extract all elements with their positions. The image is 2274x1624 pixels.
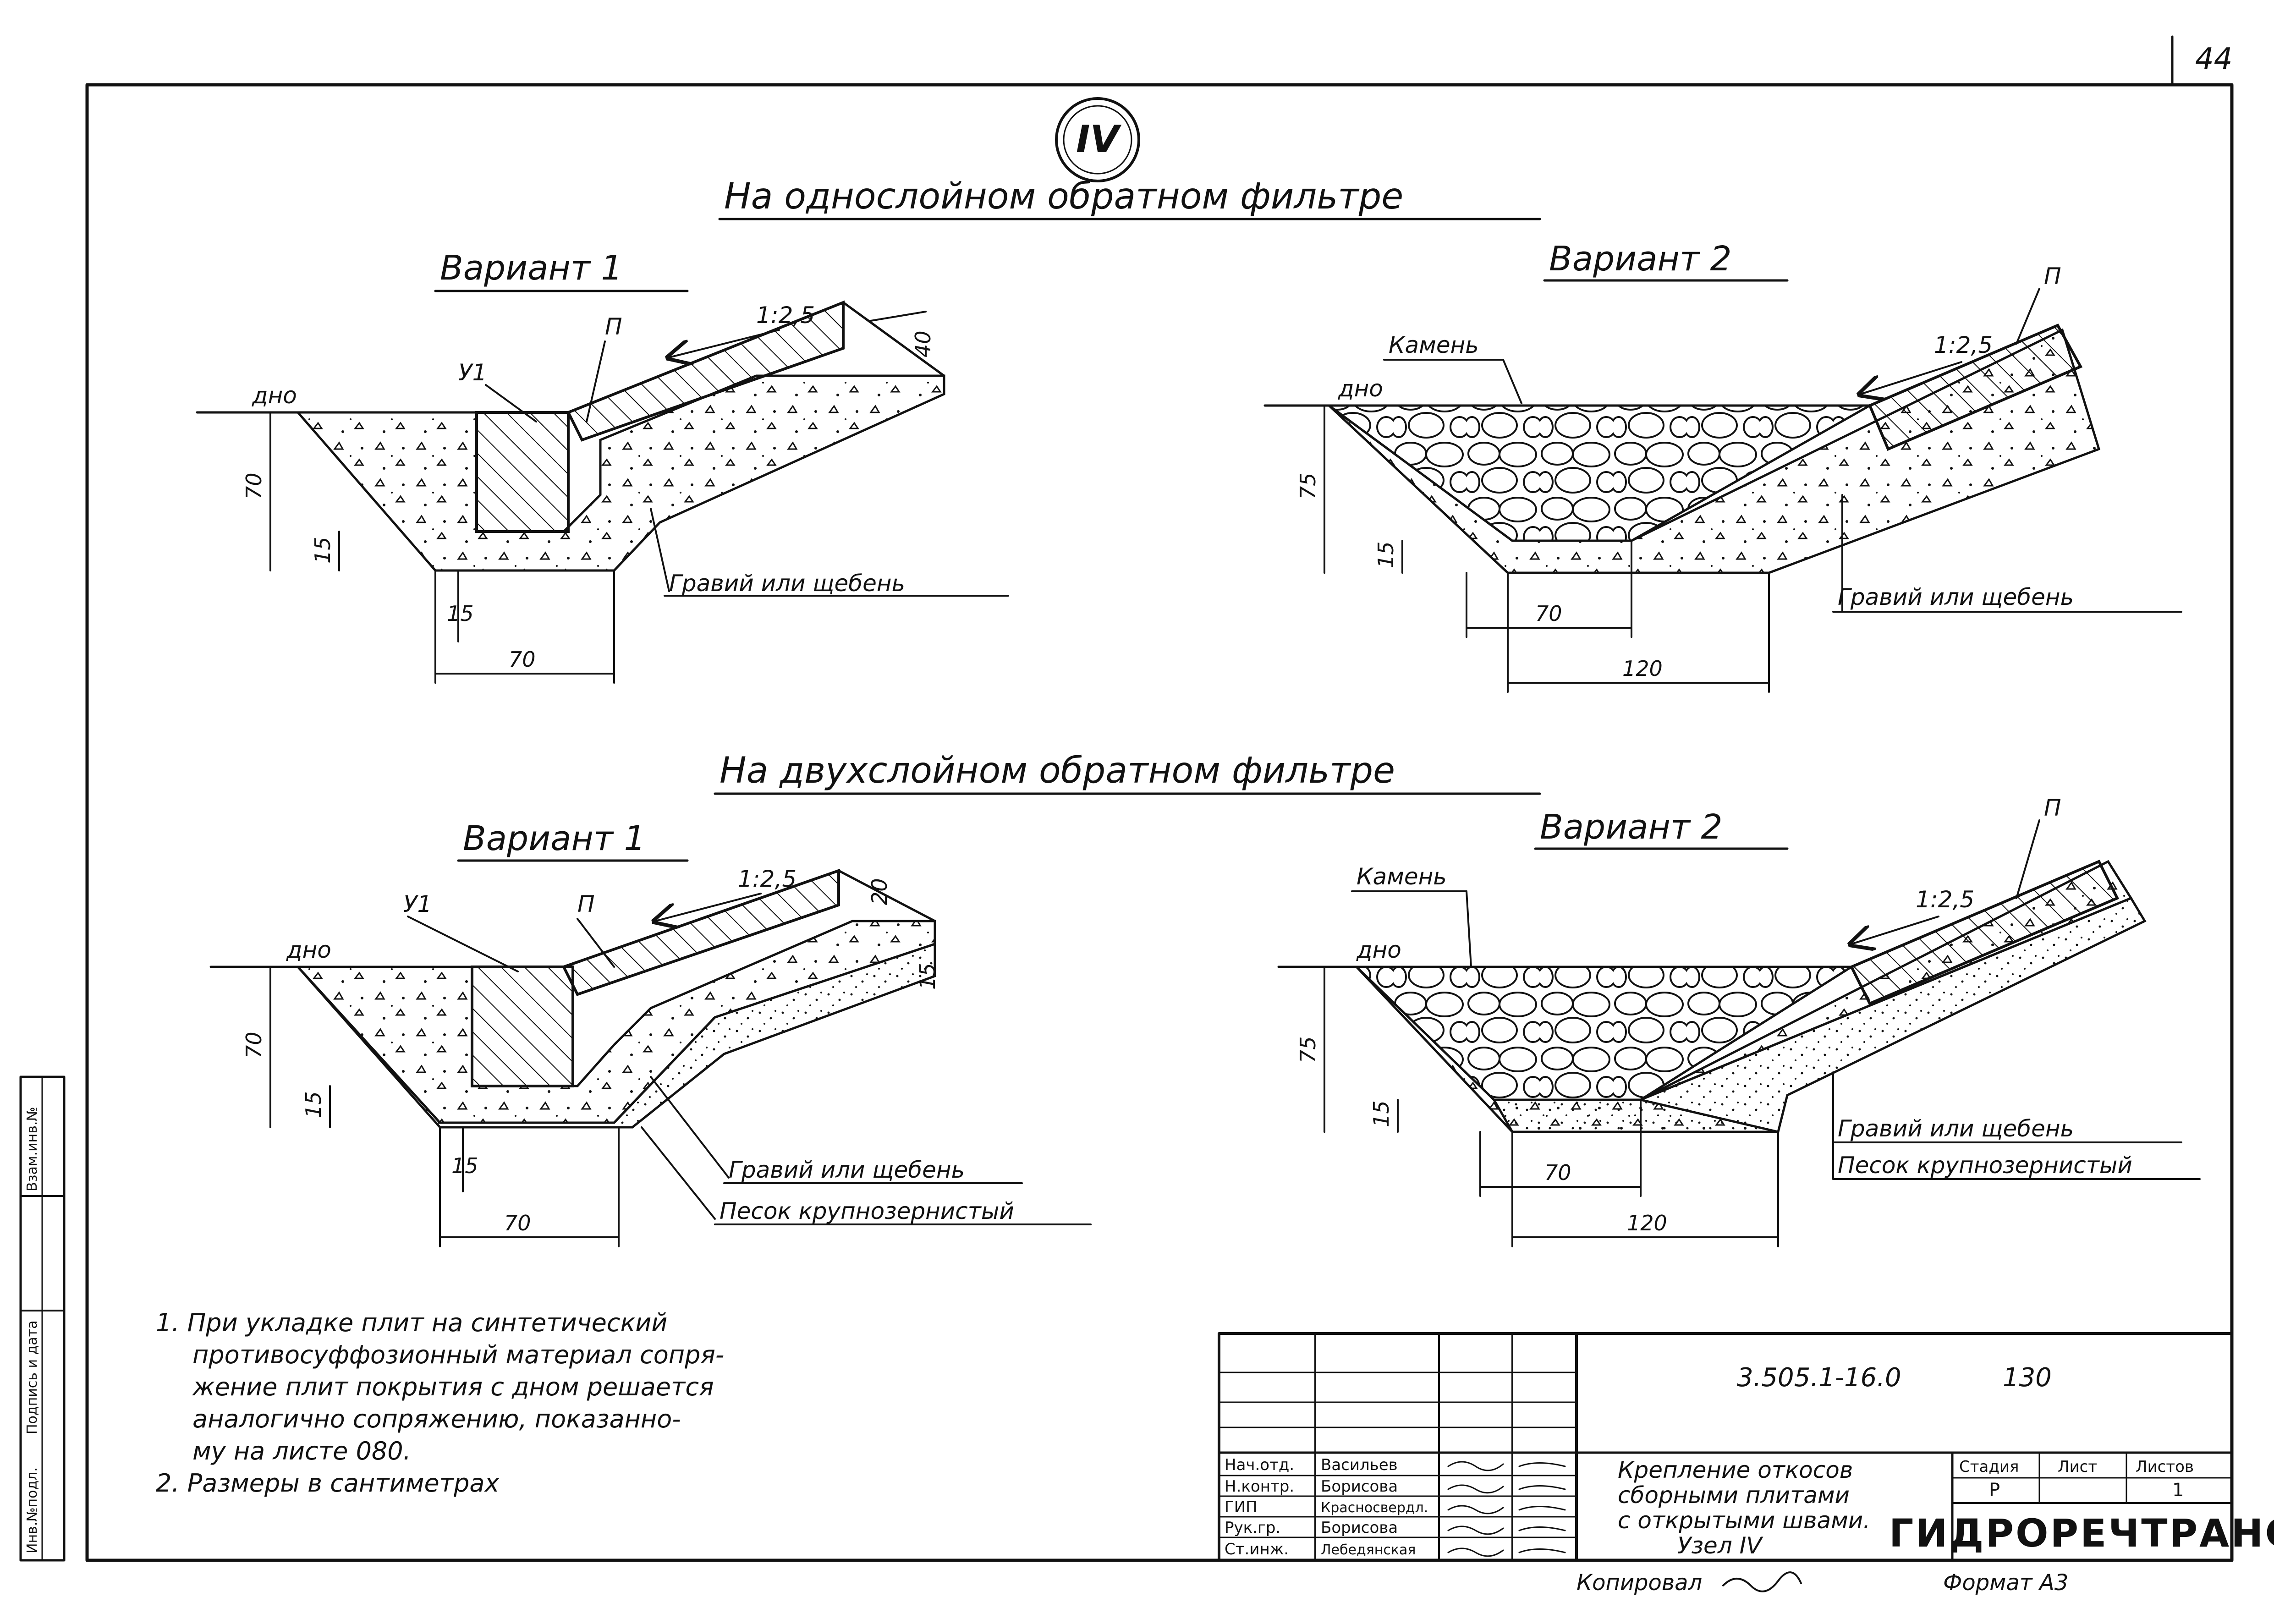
person-role: Н.контр. <box>1225 1477 1294 1496</box>
signature-scribbles <box>1447 1461 1566 1557</box>
dim-width: 70 <box>504 1211 531 1235</box>
variant-1-double-layer: Вариант 1 дно У1 П 1:2,5 Гравий или щебе… <box>209 819 1092 1247</box>
dim-thick-bottom: 15 <box>1369 1100 1394 1127</box>
section-title-double-layer: На двухслойном обратном фильтре <box>720 750 1395 791</box>
sheet-border <box>85 83 2234 1562</box>
person-role: Нач.отд. <box>1225 1456 1294 1474</box>
slab-p <box>1868 324 2083 451</box>
description-line: Крепление откосов <box>1618 1457 1853 1483</box>
person-name: Васильев <box>1321 1456 1398 1474</box>
label-bottom: дно <box>1356 937 1401 963</box>
label-slope: 1:2,5 <box>1916 886 1974 913</box>
dim-width-2: 120 <box>1622 656 1663 681</box>
label-u1: У1 <box>403 891 432 917</box>
label-material-1: Гравий или щебень <box>729 1157 965 1183</box>
dim-layer: 15 <box>915 963 940 990</box>
dim-slab: 40 <box>911 330 935 357</box>
label-material-2: Песок крупнозернистый <box>1838 1152 2132 1179</box>
label-slope: 1:2,5 <box>756 302 815 329</box>
person-name: Борисова <box>1321 1519 1398 1537</box>
slab-p <box>566 300 845 442</box>
label-bottom: дно <box>1338 375 1383 402</box>
title-block: 3.505.1-16.0 130 Крепление откосов сборн… <box>1218 1332 2274 1562</box>
dim-width-2: 120 <box>1627 1211 1667 1235</box>
label-p: П <box>605 313 622 340</box>
person-role: Ст.инж. <box>1225 1540 1289 1558</box>
dim-slab: 20 <box>867 878 892 905</box>
label-p: П <box>2044 263 2061 290</box>
note-line: аналогично сопряжению, показанно- <box>192 1405 681 1433</box>
notes: 1. При укладке плит на синтетический про… <box>156 1308 724 1498</box>
description-line: Узел IV <box>1677 1532 1763 1559</box>
dim-thick-bottom: 15 <box>310 537 335 564</box>
dim-thick-bottom: 15 <box>1373 541 1398 568</box>
stage-header: Стадия <box>1959 1458 2019 1476</box>
description-line: сборными плитами <box>1618 1482 1850 1509</box>
label-u1: У1 <box>458 359 487 386</box>
label-stone: Камень <box>1389 332 1479 358</box>
variant-1-single-layer: Вариант 1 дно У1 П 1:2,5 Гравий или щебе… <box>196 248 1009 684</box>
variant-title: Вариант 1 <box>463 819 646 858</box>
sheets-header: Листов <box>2136 1458 2194 1476</box>
label-material-1: Гравий или щебень <box>1838 584 2074 610</box>
label-p: П <box>2044 795 2061 821</box>
dim-depth: 75 <box>1296 472 1320 499</box>
dim-width-1: 70 <box>1535 601 1562 626</box>
sheet-header: Лист <box>2058 1458 2097 1476</box>
node-mark-text: IV <box>1076 118 1122 161</box>
note-line: 2. Размеры в сантиметрах <box>156 1469 500 1498</box>
dim-width-1: 70 <box>1544 1160 1571 1185</box>
u1-block <box>471 966 574 1087</box>
label-bottom: дно <box>286 937 331 963</box>
format-label: Формат А3 <box>1943 1570 2068 1596</box>
stage-value: Р <box>1989 1480 2000 1501</box>
doc-code: 3.505.1-16.0 <box>1737 1363 1901 1393</box>
u1-block <box>475 411 570 533</box>
node-mark: IV <box>1055 97 1140 182</box>
variant-2-single-layer: Вариант 2 дно Камень П 1:2,5 Гравий или … <box>1263 239 2182 693</box>
label-material-1: Гравий или щебень <box>1838 1115 2074 1142</box>
person-name: Красносвердл. <box>1321 1500 1428 1516</box>
dim-depth: 70 <box>242 1031 266 1059</box>
corner-sheet-number: 44 <box>2195 42 2232 76</box>
sheets-value: 1 <box>2172 1480 2184 1501</box>
margin-sign-label: Подпись и дата <box>24 1321 40 1435</box>
dim-depth: 75 <box>1296 1036 1320 1063</box>
note-line: му на листе 080. <box>192 1437 411 1465</box>
label-bottom: дно <box>252 382 297 409</box>
label-material-2: Песок крупнозернистый <box>720 1198 1014 1224</box>
margin-replace-label: Взам.инв.№ <box>24 1107 40 1191</box>
dim-width: 70 <box>509 647 536 672</box>
variant-2-double-layer: Вариант 2 дно Камень П 1:2,5 Гравий или … <box>1277 795 2201 1247</box>
label-slope: 1:2,5 <box>738 866 796 892</box>
slab-p <box>561 868 840 996</box>
margin-inv-label: Инв.№подл. <box>24 1467 40 1553</box>
margin-strip: Инв.№подл. Подпись и дата Взам.инв.№ <box>19 1075 66 1562</box>
person-role: ГИП <box>1225 1498 1258 1516</box>
description-line: с открытыми швами. <box>1618 1507 1870 1534</box>
dim-toe: 15 <box>447 601 474 626</box>
org-name: ГИДРОРЕЧТРАНС <box>1889 1511 2274 1556</box>
variant-title: Вариант 1 <box>440 248 623 288</box>
variant-title: Вариант 2 <box>1540 807 1723 847</box>
label-material-1: Гравий или щебень <box>669 570 905 597</box>
label-slope: 1:2,5 <box>1934 332 1993 358</box>
dim-depth: 70 <box>242 472 266 499</box>
note-line: жение плит покрытия с дном решается <box>192 1372 714 1401</box>
copied-signature <box>1722 1571 1802 1592</box>
doc-num: 130 <box>2003 1363 2052 1393</box>
person-name: Борисова <box>1321 1477 1398 1496</box>
label-p: П <box>577 891 595 917</box>
label-stone: Камень <box>1357 863 1447 890</box>
note-line: противосуффозионный материал сопря- <box>192 1340 724 1369</box>
person-role: Рук.гр. <box>1225 1519 1280 1537</box>
person-name: Лебедянская <box>1321 1542 1416 1558</box>
section-title-single-layer: На однослойном обратном фильтре <box>724 176 1403 217</box>
note-line: 1. При укладке плит на синтетический <box>156 1308 667 1337</box>
dim-thick-bottom: 15 <box>301 1091 326 1118</box>
variant-title: Вариант 2 <box>1549 239 1732 279</box>
dim-toe: 15 <box>451 1153 478 1178</box>
copied-label: Копировал <box>1576 1570 1702 1596</box>
